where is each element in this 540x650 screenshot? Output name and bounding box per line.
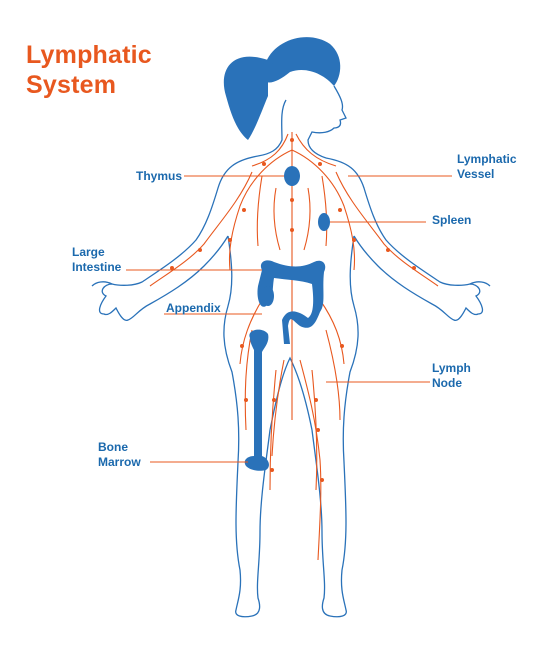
label-large-intestine-line-2: Intestine	[72, 260, 122, 274]
appendix-organ	[262, 286, 274, 306]
spleen-organ	[318, 213, 330, 231]
label-lymph-node-line-1: Lymph	[432, 361, 471, 375]
title-line-2: System	[26, 71, 117, 99]
label-spleen: Spleen	[432, 213, 472, 227]
label-large-intestine: Large Intestine	[72, 245, 121, 275]
label-bone-marrow: Bone Marrow	[98, 440, 141, 470]
diagram-title: Lymphatic System	[26, 40, 152, 100]
lymph-nodes	[170, 138, 416, 482]
large-intestine-organ	[257, 260, 326, 344]
leader-lines	[126, 175, 452, 463]
lymphatic-vessels	[149, 132, 439, 561]
label-lymph-node: Lymph Node	[432, 361, 471, 391]
label-bone-marrow-line-2: Marrow	[98, 455, 141, 469]
label-bone-marrow-line-1: Bone	[98, 440, 128, 454]
label-lymph-node-line-2: Node	[432, 376, 462, 390]
thymus-organ	[284, 166, 300, 186]
label-lymphatic-vessel: Lymphatic Vessel	[457, 152, 517, 182]
title-line-1: Lymphatic	[26, 41, 152, 69]
label-appendix: Appendix	[166, 301, 221, 315]
organs	[244, 166, 330, 471]
label-lymphatic-vessel-line-2: Vessel	[457, 167, 495, 181]
bone-marrow-organ	[244, 329, 269, 471]
label-large-intestine-line-1: Large	[72, 245, 105, 259]
body-outline	[91, 85, 491, 618]
hair	[223, 37, 341, 140]
label-lymphatic-vessel-line-1: Lymphatic	[457, 152, 517, 166]
label-thymus: Thymus	[136, 169, 183, 183]
